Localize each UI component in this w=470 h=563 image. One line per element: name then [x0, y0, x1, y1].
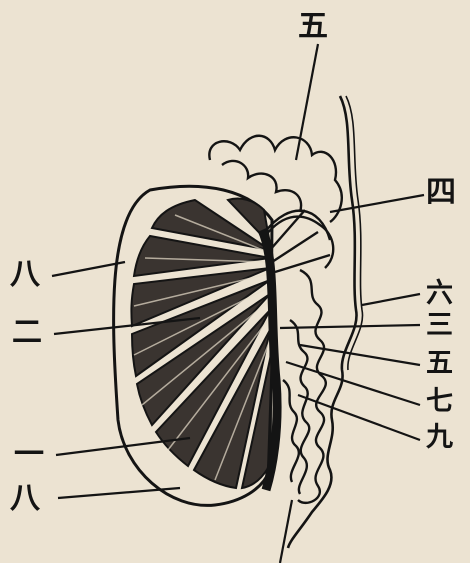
label-left-8b: 八: [10, 484, 40, 514]
label-top: 五: [298, 12, 328, 42]
label-left-8a: 八: [10, 260, 40, 290]
label-right-3: 三: [426, 312, 453, 339]
label-left-2: 二: [12, 318, 42, 348]
label-right-9: 九: [426, 424, 453, 451]
epididymis-body: [283, 270, 326, 503]
vas-deferens: [288, 96, 357, 548]
label-left-1: 一: [14, 440, 44, 470]
label-right-7: 七: [426, 388, 453, 415]
label-right-4: 四: [426, 178, 456, 208]
label-right-5: 五: [426, 350, 453, 377]
label-right-6: 六: [426, 280, 453, 307]
